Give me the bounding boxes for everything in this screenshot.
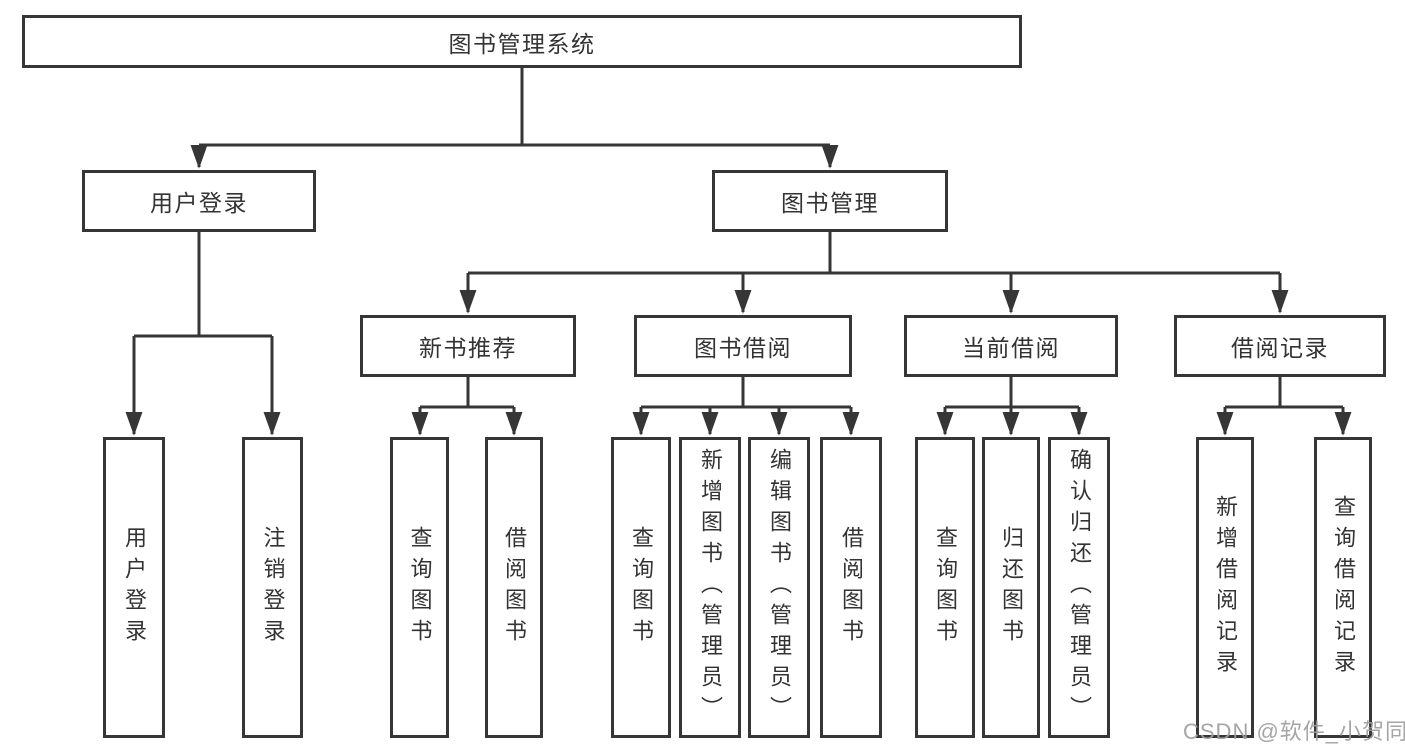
leaf-borrow-edit-books-admin-label: 编辑图书（管理员） <box>767 448 792 727</box>
leaf-records-add-record-label: 新增借阅记录 <box>1213 494 1238 681</box>
node-root: 图书管理系统 <box>22 15 1022 68</box>
leaf-current-return-books: 归还图书 <box>982 437 1040 738</box>
node-new-book-recommend: 新书推荐 <box>360 315 576 377</box>
leaf-current-return-books-label: 归还图书 <box>999 525 1024 650</box>
leaf-rec-query-books-label: 查询图书 <box>407 525 433 650</box>
leaf-current-query-books: 查询图书 <box>915 437 975 738</box>
leaf-records-add-record: 新增借阅记录 <box>1196 437 1254 738</box>
leaf-borrow-borrow-books: 借阅图书 <box>820 437 882 738</box>
node-borrow-records: 借阅记录 <box>1174 315 1386 377</box>
leaf-current-confirm-return-admin-label: 确认归还（管理员） <box>1067 448 1092 727</box>
leaf-rec-query-books: 查询图书 <box>390 437 449 738</box>
leaf-borrow-add-books-admin: 新增图书（管理员） <box>679 437 741 738</box>
leaf-rec-borrow-books-label: 借阅图书 <box>502 525 527 650</box>
leaf-borrow-borrow-books-label: 借阅图书 <box>839 525 864 650</box>
leaf-records-query-record: 查询借阅记录 <box>1314 437 1372 738</box>
leaf-records-query-record-label: 查询借阅记录 <box>1331 494 1356 681</box>
leaf-rec-borrow-books: 借阅图书 <box>485 437 543 738</box>
leaf-user-login-label: 用户登录 <box>122 525 147 650</box>
leaf-borrow-edit-books-admin: 编辑图书（管理员） <box>748 437 810 738</box>
leaf-borrow-add-books-admin-label: 新增图书（管理员） <box>698 448 723 727</box>
node-user-login: 用户登录 <box>82 170 316 232</box>
leaf-user-login: 用户登录 <box>103 437 165 738</box>
node-current-borrow: 当前借阅 <box>904 315 1118 377</box>
watermark: CSDN @软件_小贺同学 <box>1183 719 1405 744</box>
node-book-borrow: 图书借阅 <box>634 315 852 377</box>
leaf-borrow-query-books: 查询图书 <box>611 437 671 738</box>
node-book-management: 图书管理 <box>712 170 948 232</box>
leaf-current-query-books-label: 查询图书 <box>933 525 958 650</box>
leaf-borrow-query-books-label: 查询图书 <box>629 525 654 650</box>
leaf-current-confirm-return-admin: 确认归还（管理员） <box>1048 437 1110 738</box>
leaf-logout-label: 注销登录 <box>260 525 286 650</box>
leaf-logout: 注销登录 <box>242 437 303 738</box>
